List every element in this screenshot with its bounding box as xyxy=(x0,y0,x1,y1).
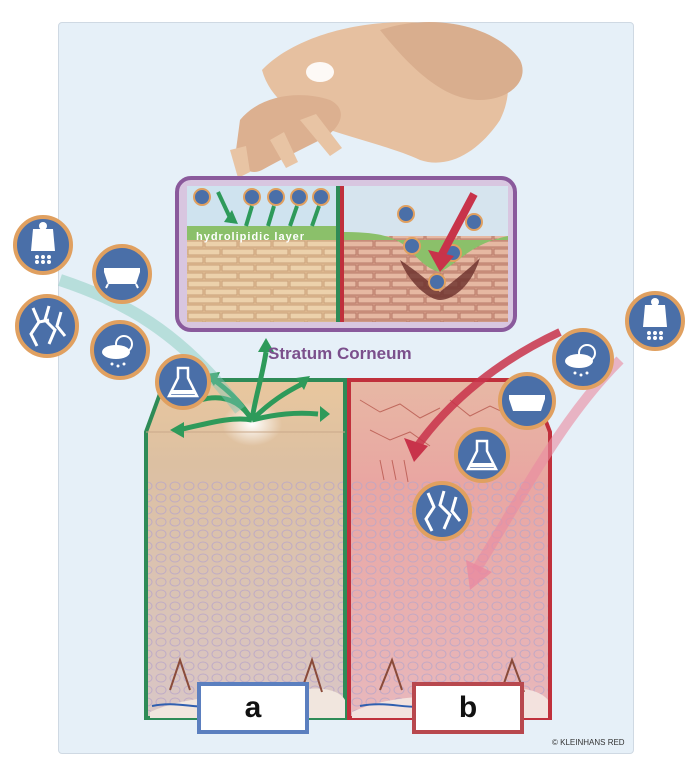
bathtub-icon xyxy=(500,374,554,428)
cracks-icon xyxy=(414,483,470,539)
hands-illustration xyxy=(230,22,523,178)
stratum-corneum-label: Stratum Corneum xyxy=(268,344,412,364)
copyright-text: © KLEINHANS RED xyxy=(552,738,625,747)
panel-b-label: b xyxy=(412,682,524,734)
bathtub-icon xyxy=(94,246,150,302)
skin-block-damaged xyxy=(349,380,550,718)
inset-panel xyxy=(177,178,515,330)
weather-icon xyxy=(92,322,148,378)
weight-icon xyxy=(15,217,71,273)
panel-a-label: a xyxy=(197,682,309,734)
flask-icon xyxy=(456,429,508,481)
weather-icon xyxy=(554,330,612,388)
weight-icon xyxy=(627,293,683,349)
cracks-icon xyxy=(17,296,77,356)
hydrolipidic-layer-label: hydrolipidic layer xyxy=(196,231,305,243)
flask-icon xyxy=(157,356,209,408)
